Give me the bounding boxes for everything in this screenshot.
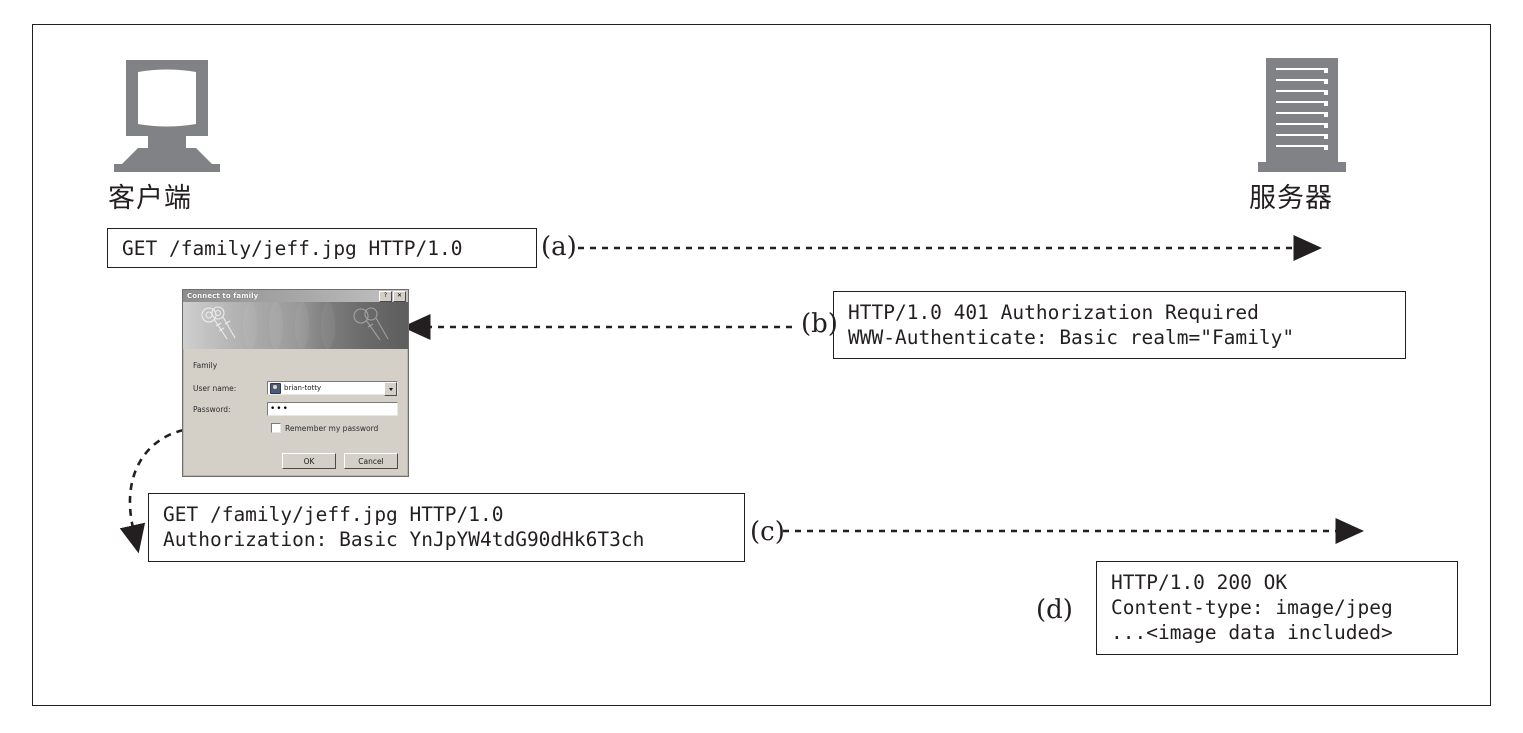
dialog-buttons: OK Cancel (282, 453, 398, 469)
help-button[interactable]: ? (379, 290, 392, 302)
desktop-computer-icon (108, 56, 226, 174)
password-label: Password: (193, 404, 231, 414)
step-label-b: (b) (801, 309, 838, 339)
dialog-titlebar[interactable]: Connect to family ? ✕ (183, 290, 408, 302)
client-label: 客户端 (108, 183, 192, 214)
dialog-title: Connect to family (187, 292, 259, 300)
username-row: User name: brian-totty (193, 381, 398, 396)
password-value: ••• (270, 403, 289, 414)
remember-password-label: Remember my password (285, 423, 379, 433)
step-label-d: (d) (1036, 595, 1073, 625)
step-label-c: (c) (750, 517, 785, 547)
user-avatar-icon (270, 382, 281, 394)
dialog-banner (183, 302, 408, 349)
remember-password-row[interactable]: Remember my password (271, 423, 398, 433)
server-rack-icon (1254, 56, 1350, 176)
username-input[interactable]: brian-totty (267, 381, 398, 396)
cancel-button[interactable]: Cancel (344, 453, 398, 469)
server-label: 服务器 (1249, 183, 1333, 214)
close-icon[interactable]: ✕ (393, 290, 406, 302)
step-label-a: (a) (541, 232, 577, 262)
message-box-response-d: HTTP/1.0 200 OK Content-type: image/jpeg… (1096, 561, 1458, 655)
remember-password-checkbox[interactable] (271, 423, 281, 433)
ok-button[interactable]: OK (282, 453, 336, 469)
message-box-response-b: HTTP/1.0 401 Authorization Required WWW-… (833, 291, 1406, 359)
dialog-realm-label: Family (193, 361, 218, 370)
password-row: Password: ••• (193, 402, 398, 416)
username-value: brian-totty (284, 384, 322, 392)
message-box-request-a: GET /family/jeff.jpg HTTP/1.0 (107, 228, 537, 268)
keys-icon (201, 306, 389, 341)
chevron-down-icon[interactable] (384, 382, 397, 396)
auth-dialog[interactable]: Connect to family ? ✕ (182, 289, 409, 477)
message-box-request-c: GET /family/jeff.jpg HTTP/1.0 Authorizat… (148, 493, 745, 562)
dialog-body: Family User name: brian-totty Password: … (183, 349, 408, 478)
password-input[interactable]: ••• (267, 402, 398, 416)
username-label: User name: (193, 383, 237, 393)
